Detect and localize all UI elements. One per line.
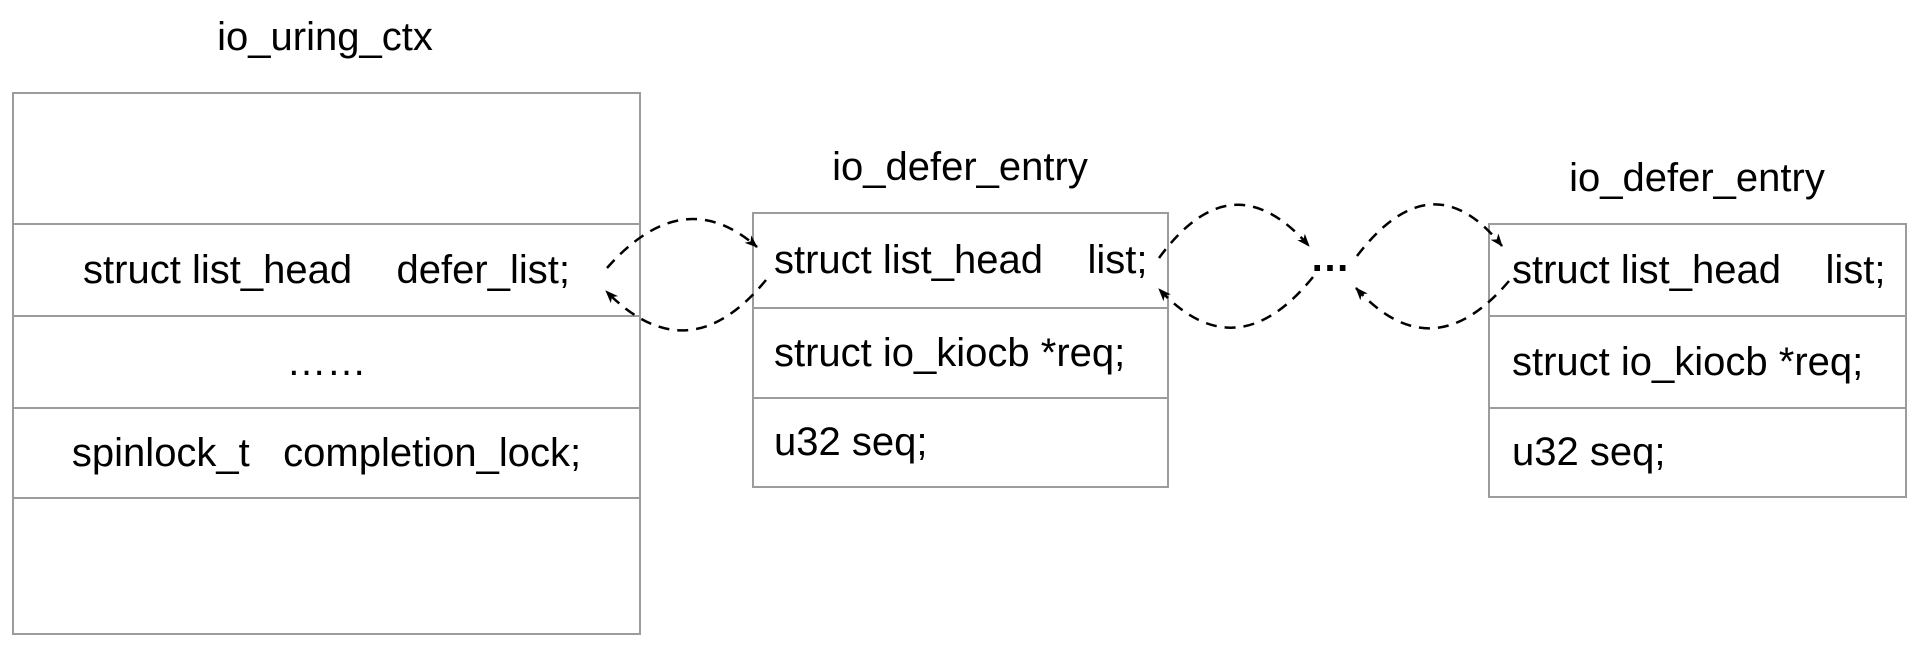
ctx-row-completion-lock: spinlock_t completion_lock; [14,407,639,497]
io-uring-ctx-box: struct list_head defer_list; …… spinlock… [12,92,641,635]
entry1-row-seq: u32 seq; [754,397,1167,486]
more-to-entry2-next-arrow [1356,203,1503,257]
entry2-row-list-label: struct list_head list; [1512,247,1886,292]
io-uring-ctx-title: io_uring_ctx [217,15,433,59]
ctx-row-empty-bottom [14,497,639,633]
ctx-row-empty-top [14,94,639,223]
entry1-row-seq-label: u32 seq; [774,420,928,464]
entry2-row-req: struct io_kiocb *req; [1490,315,1905,407]
entry2-row-seq: u32 seq; [1490,407,1905,496]
entry1-row-req-label: struct io_kiocb *req; [774,330,1126,375]
io-defer-entry-2-title: io_defer_entry [1569,156,1825,200]
io-defer-entry-1-title: io_defer_entry [832,145,1088,189]
more-to-entry1-prev-arrow [1158,276,1314,329]
io-defer-entry-1-box: struct list_head list; struct io_kiocb *… [752,212,1169,488]
list-continues-ellipsis: … [1310,236,1351,280]
entry1-row-list: struct list_head list; [754,214,1167,307]
entry2-to-more-prev-arrow [1355,280,1510,330]
entry2-row-seq-label: u32 seq; [1512,430,1666,474]
ctx-row-ellipsis-label: …… [286,339,367,384]
entry2-row-list: struct list_head list; [1490,225,1905,315]
entry1-row-req: struct io_kiocb *req; [754,307,1167,397]
entry2-row-req-label: struct io_kiocb *req; [1512,339,1864,384]
ctx-row-completion-lock-label: spinlock_t completion_lock; [71,430,582,475]
io-defer-entry-2-box: struct list_head list; struct io_kiocb *… [1488,223,1907,498]
ctx-row-ellipsis: …… [14,315,639,407]
entry1-row-list-label: struct list_head list; [774,238,1148,282]
ctx-row-defer-list: struct list_head defer_list; [14,223,639,315]
ctx-row-defer-list-label: struct list_head defer_list; [83,247,570,292]
entry1-to-more-next-arrow [1157,203,1310,259]
